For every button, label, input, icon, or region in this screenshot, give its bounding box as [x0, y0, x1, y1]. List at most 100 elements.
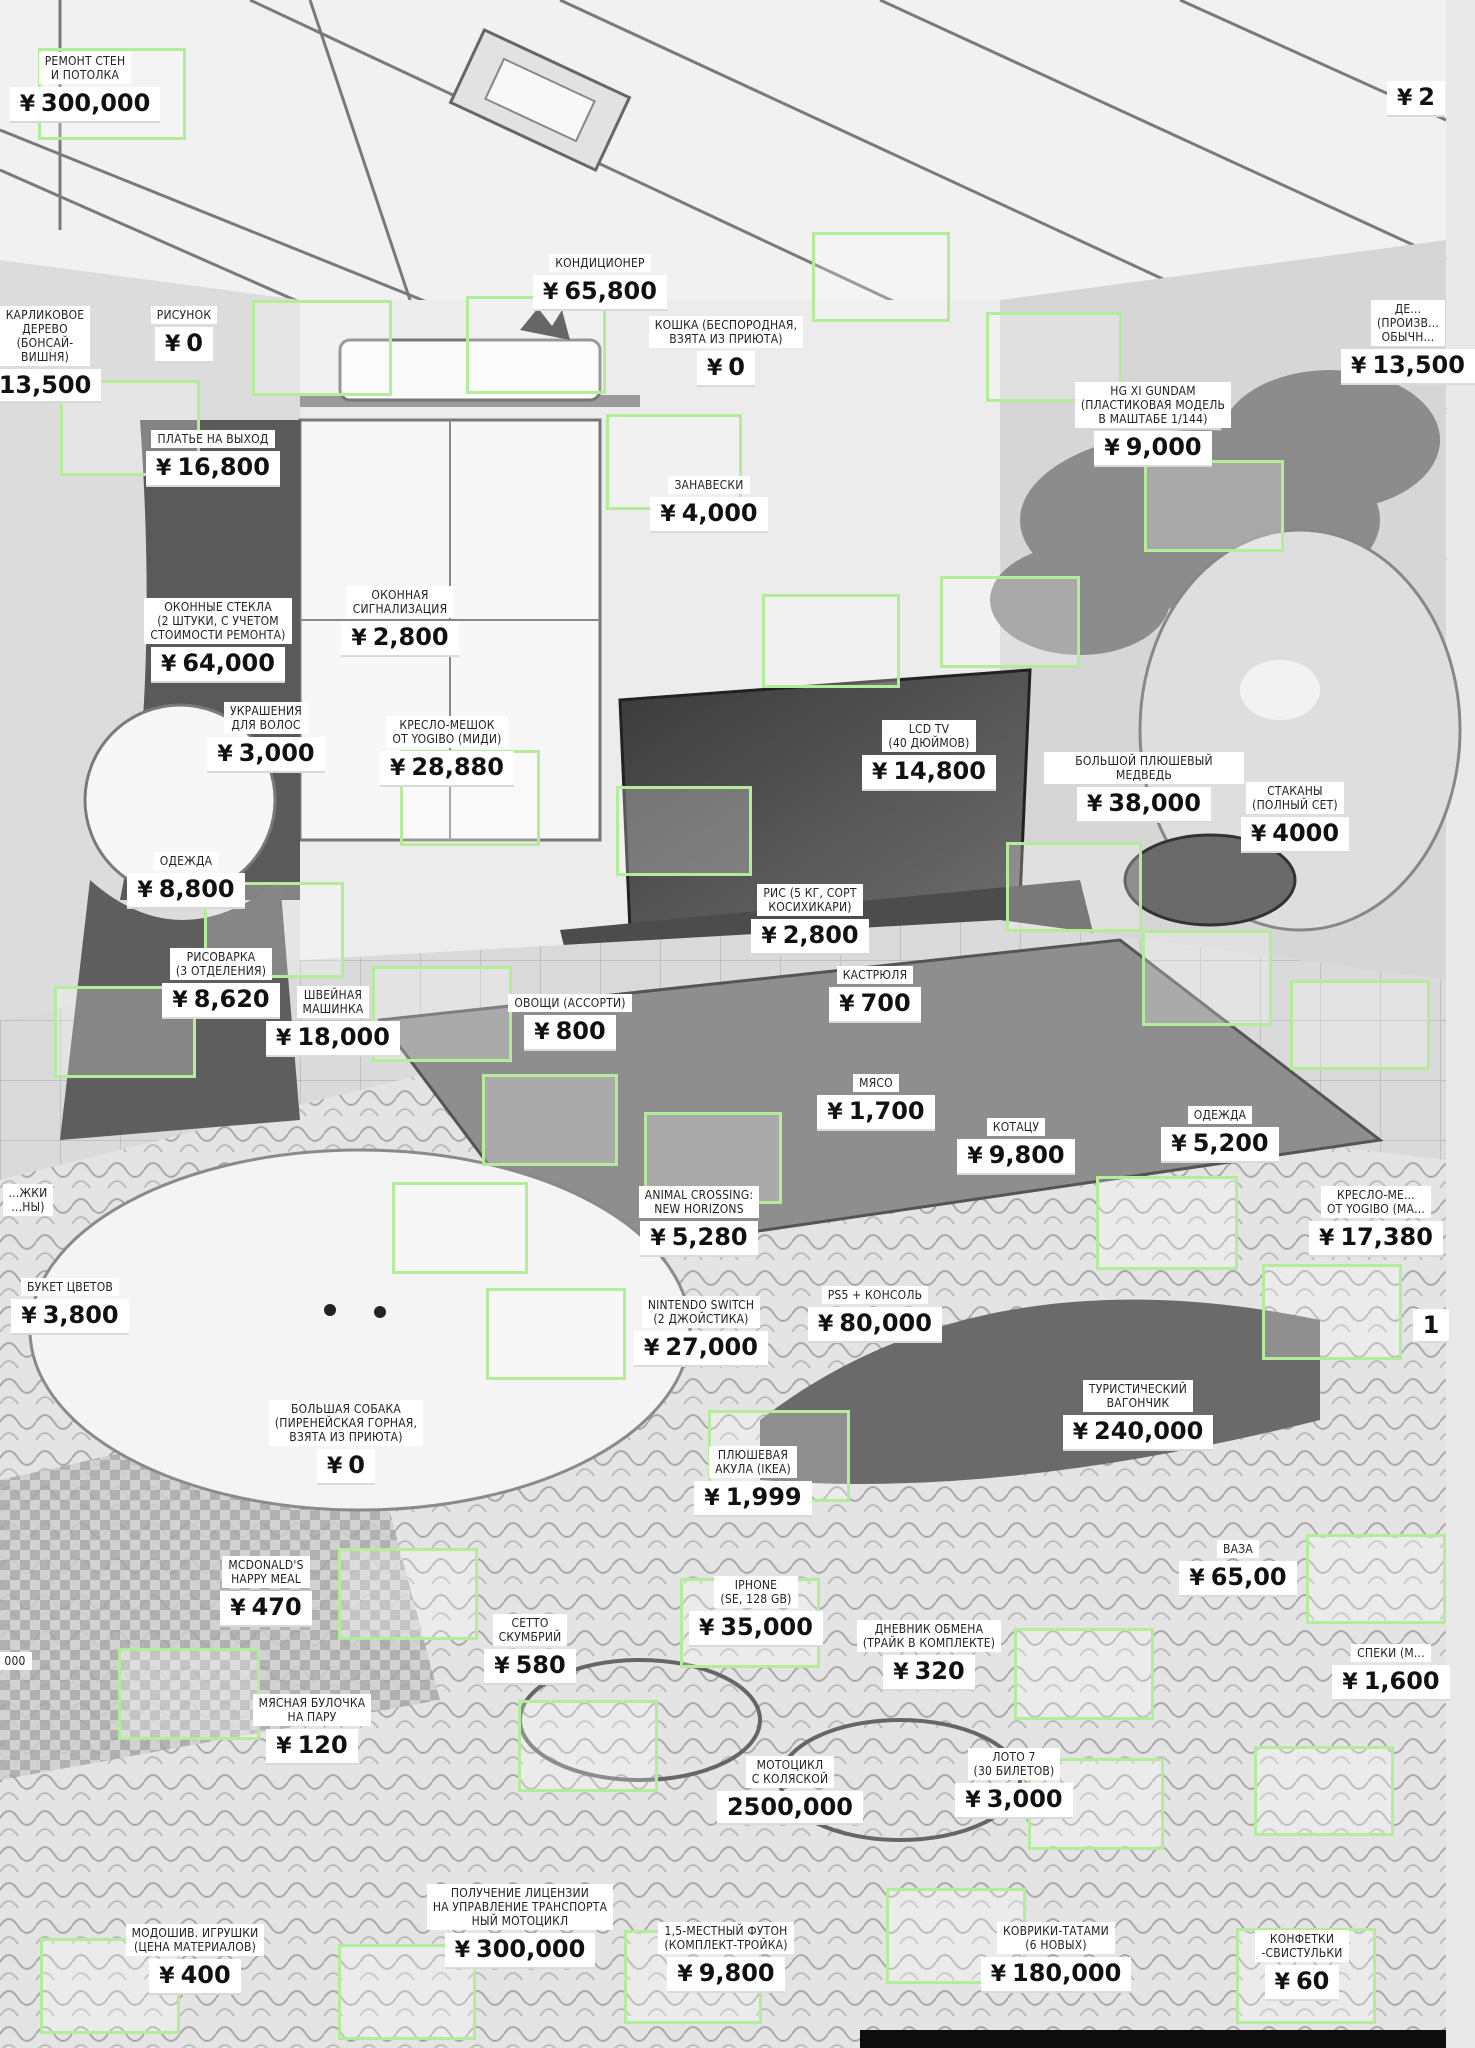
item-price: ¥4,000 — [650, 497, 768, 533]
highlight-box — [54, 986, 196, 1078]
item-price: ¥2,800 — [751, 919, 869, 955]
item-name: LCD TV (40 ДЮЙМОВ) — [882, 720, 976, 752]
item-price: ¥3,800 — [11, 1299, 129, 1335]
price-tag-shveynaya: ШВЕЙНАЯ МАШИНКА ¥18,000 — [258, 986, 408, 1057]
item-price: ¥60 — [1264, 1965, 1340, 2001]
item-price: ¥1,999 — [694, 1481, 812, 1517]
price-tag-lcd-tv: LCD TV (40 ДЮЙМОВ) ¥14,800 — [854, 720, 1004, 791]
highlight-box — [338, 1944, 476, 2040]
item-price: ¥9,000 — [1094, 431, 1212, 467]
item-name: СЕТТО СКУМБРИЙ — [492, 1614, 568, 1646]
item-price: ¥2,800 — [341, 621, 459, 657]
price-tag-bolshoy-plush: БОЛЬШОЙ ПЛЮШЕВЫЙ МЕДВЕДЬ ¥38,000 — [1044, 752, 1244, 823]
highlight-box — [1290, 980, 1430, 1070]
item-price: ¥300,000 — [444, 1933, 596, 1969]
item-name: ШВЕЙНАЯ МАШИНКА — [296, 986, 370, 1018]
price-tag-ris: РИС (5 КГ, СОРТ КОСИХИКАРИ) ¥2,800 — [720, 884, 900, 955]
item-price: ¥470 — [220, 1591, 312, 1627]
item-name: ОВОЩИ (АССОРТИ) — [508, 994, 632, 1012]
price-tag-animal-crossing: ANIMAL CROSSING: NEW HORIZONS ¥5,280 — [614, 1186, 784, 1257]
price-tag-right-edge-3: СПЕКИ (М... ¥1,600 — [1332, 1644, 1450, 1701]
item-name: ОДЕЖДА — [1187, 1106, 1253, 1124]
price-tag-prava: ПОЛУЧЕНИЕ ЛИЦЕНЗИИ НА УПРАВЛЕНИЕ ТРАНСПО… — [420, 1884, 620, 1969]
highlight-box — [1014, 1628, 1154, 1720]
price-tag-ps5: PS5 + КОНСОЛЬ ¥80,000 — [790, 1286, 960, 1343]
highlight-box — [1306, 1534, 1446, 1624]
item-name: HG XI GUNDAM (ПЛАСТИКОВАЯ МОДЕЛЬ В МАШТА… — [1074, 382, 1232, 428]
highlight-box — [1144, 460, 1284, 552]
price-tag-loto: ЛОТО 7 (30 БИЛЕТОВ) ¥3,000 — [934, 1748, 1094, 1819]
item-price: ¥9,800 — [667, 1957, 785, 1993]
ceiling-light — [448, 27, 632, 173]
item-price: ¥28,880 — [380, 751, 514, 787]
highlight-box — [1096, 1176, 1238, 1270]
price-tag-kreslo-meshok-2: КРЕСЛО-МЕ... ОТ YOGIBO (МА... ¥17,380 — [1306, 1186, 1446, 1257]
item-price: ¥3,000 — [207, 737, 325, 773]
item-price: ¥16,800 — [146, 451, 280, 487]
item-price: ¥1,700 — [817, 1095, 935, 1131]
price-tag-iphone: IPHONE (SE, 128 GB) ¥35,000 — [676, 1576, 836, 1647]
item-name: 1,5-МЕСТНЫЙ ФУТОН (КОМПЛЕКТ-ТРОЙКА) — [658, 1922, 794, 1954]
item-price: ¥38,000 — [1077, 787, 1211, 823]
item-name: NINTENDO SWITCH (2 ДЖОЙСТИКА) — [641, 1296, 761, 1328]
item-price: ¥65,00 — [1179, 1561, 1297, 1597]
item-price: ¥4000 — [1240, 817, 1350, 853]
price-tag-konfetki: КОНФЕТКИ -СВИСТУЛЬКИ ¥60 — [1232, 1930, 1372, 2001]
item-name: РИС (5 КГ, СОРТ КОСИХИКАРИ) — [757, 884, 863, 916]
item-name: КОШКА (БЕСПОРОДНАЯ, ВЗЯТА ИЗ ПРИЮТА) — [648, 316, 804, 348]
item-price: ¥5,280 — [640, 1221, 758, 1257]
item-price: ¥80,000 — [808, 1307, 942, 1343]
cat-silhouette — [520, 308, 570, 340]
price-tag-okonnye-stekla: ОКОННЫЕ СТЕКЛА (2 ШТУКИ, С УЧЕТОМ СТОИМО… — [118, 598, 318, 683]
item-name: КОВРИКИ-ТАТАМИ (6 НОВЫХ) — [997, 1922, 1115, 1954]
item-price: ¥320 — [883, 1655, 975, 1691]
price-tag-nintendo: NINTENDO SWITCH (2 ДЖОЙСТИКА) ¥27,000 — [626, 1296, 776, 1367]
item-price: ¥1,600 — [1332, 1665, 1450, 1701]
price-tag-left-edge-1: ...ЖКИ ...НЫ) — [0, 1184, 56, 1216]
item-name: УКРАШЕНИЯ ДЛЯ ВОЛОС — [223, 702, 308, 734]
highlight-box — [1254, 1746, 1394, 1836]
item-name: ТУРИСТИЧЕСКИЙ ВАГОНЧИК — [1082, 1380, 1194, 1412]
price-tag-odezhda-1: ОДЕЖДА ¥8,800 — [116, 852, 256, 909]
highlight-box — [940, 576, 1080, 668]
item-name: ДЕ... (ПРОИЗВ... ОБЫЧН... — [1370, 300, 1446, 346]
item-price: ¥580 — [484, 1649, 576, 1685]
item-name: КОТАЦУ — [986, 1118, 1046, 1136]
item-name: ОДЕЖДА — [153, 852, 219, 870]
item-price: ¥9,800 — [957, 1139, 1075, 1175]
highlight-box — [1262, 1264, 1402, 1360]
item-name: КРЕСЛО-МЕШОК ОТ YOGIBO (МИДИ) — [386, 716, 508, 748]
price-tag-kotatsu: КОТАЦУ ¥9,800 — [946, 1118, 1086, 1175]
item-price: ¥800 — [524, 1015, 616, 1051]
item-name: ПЛЮШЕВАЯ АКУЛА (IKEA) — [709, 1446, 797, 1478]
highlight-box — [338, 1548, 478, 1640]
item-price: ¥0 — [154, 327, 213, 363]
price-tag-dnevnik: ДНЕВНИК ОБМЕНА (ТРАЙК В КОМПЛЕКТЕ) ¥320 — [844, 1620, 1014, 1691]
price-tag-tatami: КОВРИКИ-ТАТАМИ (6 НОВЫХ) ¥180,000 — [966, 1922, 1146, 1993]
item-name: ANIMAL CROSSING: NEW HORIZONS — [638, 1186, 760, 1218]
item-price: ¥2 — [1386, 81, 1445, 117]
item-price: ¥120 — [266, 1729, 358, 1765]
item-name: ВАЗА — [1217, 1540, 1259, 1558]
price-tag-buket: БУКЕТ ЦВЕТОВ ¥3,800 — [0, 1278, 140, 1335]
price-tag-stakany: СТАКАНЫ (ПОЛНЫЙ СЕТ) ¥4000 — [1220, 782, 1370, 853]
price-tag-mototsikl: МОТОЦИКЛ С КОЛЯСКОЙ 2500,000 — [700, 1756, 880, 1825]
item-name: PS5 + КОНСОЛЬ — [821, 1286, 929, 1304]
highlight-box — [118, 1648, 260, 1740]
item-name: IPHONE (SE, 128 GB) — [714, 1576, 798, 1608]
item-price: 13,500 — [0, 369, 102, 403]
item-price: ¥3,000 — [955, 1783, 1073, 1819]
item-price: ¥27,000 — [634, 1331, 768, 1367]
item-name: СТАКАНЫ (ПОЛНЫЙ СЕТ) — [1246, 782, 1344, 814]
price-tag-risovarka: РИСОВАРКА (3 ОТДЕЛЕНИЯ) ¥8,620 — [146, 948, 296, 1019]
price-tag-ukrasheniya: УКРАШЕНИЯ ДЛЯ ВОЛОС ¥3,000 — [196, 702, 336, 773]
price-tag-gundam: HG XI GUNDAM (ПЛАСТИКОВАЯ МОДЕЛЬ В МАШТА… — [1058, 382, 1248, 467]
item-name: БУКЕТ ЦВЕТОВ — [21, 1278, 119, 1296]
price-tag-futon: 1,5-МЕСТНЫЙ ФУТОН (КОМПЛЕКТ-ТРОЙКА) ¥9,8… — [626, 1922, 826, 1993]
item-price: ¥0 — [316, 1449, 375, 1485]
price-tag-setto-skumbrii: СЕТТО СКУМБРИЙ ¥580 — [460, 1614, 600, 1685]
highlight-box — [812, 232, 950, 322]
highlight-box — [1142, 930, 1272, 1026]
item-price: ¥13,500 — [1341, 349, 1475, 385]
item-price: ¥17,380 — [1309, 1221, 1443, 1257]
